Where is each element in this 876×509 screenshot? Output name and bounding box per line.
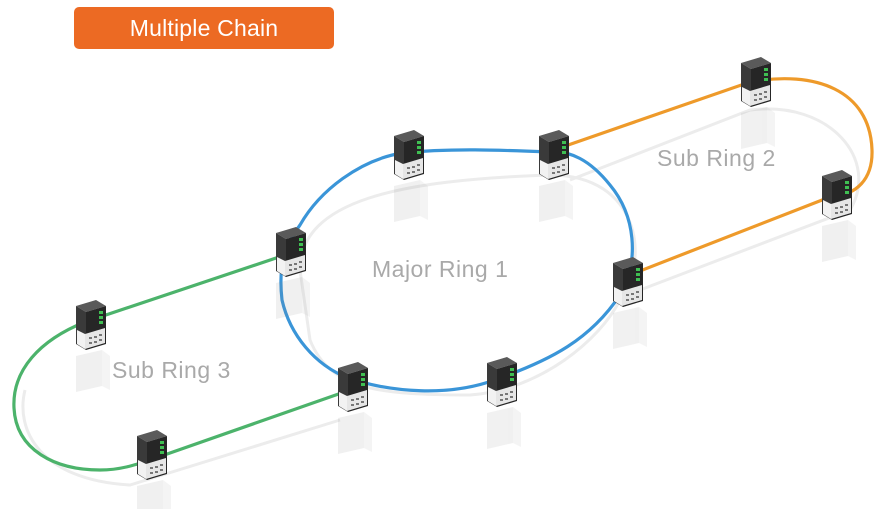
network-switch-icon: [338, 362, 372, 454]
sub-ring-2-path: [547, 77, 874, 280]
title-badge: Multiple Chain: [74, 7, 334, 49]
network-switch-icon: [76, 300, 110, 392]
network-switch-icon: [613, 257, 647, 349]
sub-ring-2-label: Sub Ring 2: [657, 145, 776, 171]
sub-ring-3-path: [12, 253, 351, 472]
network-switch-icon: [822, 170, 856, 262]
major-ring-1-label: Major Ring 1: [372, 256, 508, 282]
sub-ring-3-label: Sub Ring 3: [112, 357, 231, 383]
network-switch-icon: [487, 357, 521, 449]
network-switch-icon: [394, 130, 428, 222]
network-switch-icon: [741, 57, 775, 149]
network-switch-icon: [137, 430, 171, 509]
network-switch-icon: [276, 227, 310, 319]
